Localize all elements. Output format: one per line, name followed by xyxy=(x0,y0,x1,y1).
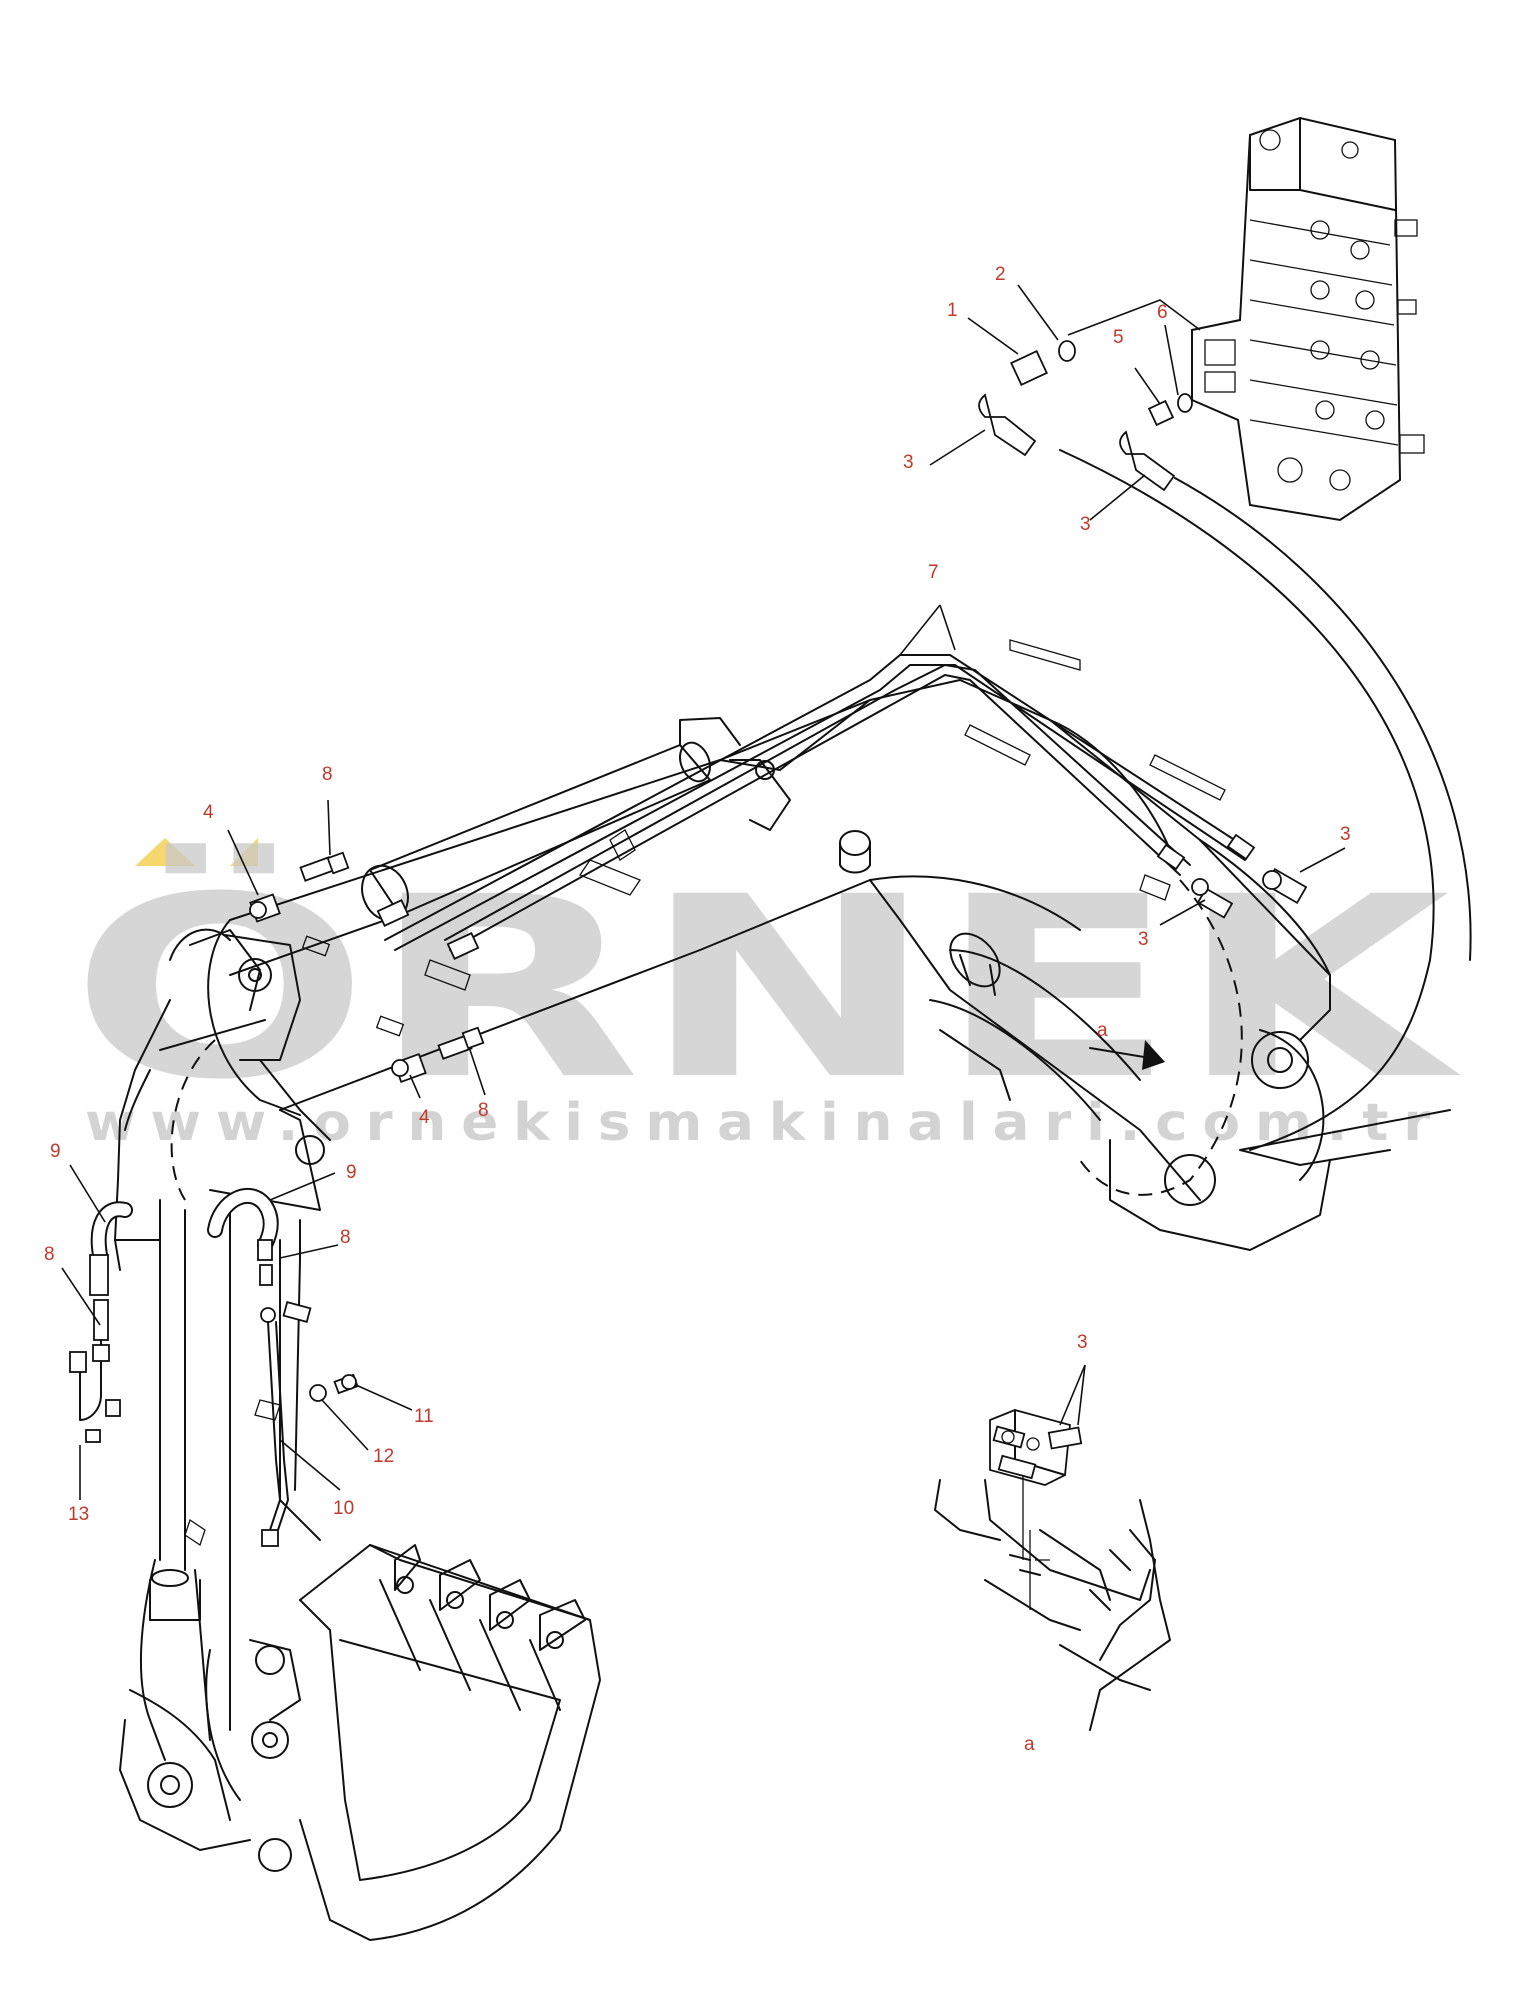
detail-view-label: a xyxy=(1024,1734,1035,1755)
callout-4-arm-lower: 4 xyxy=(419,1107,430,1128)
callout-7: 7 xyxy=(928,562,939,583)
callout-2: 2 xyxy=(995,264,1006,285)
bucket xyxy=(299,1544,601,1941)
callout-8-arm-lower: 8 xyxy=(478,1100,489,1121)
callout-10: 10 xyxy=(333,1498,354,1519)
callout-9-right: 9 xyxy=(346,1162,357,1183)
valve-fittings xyxy=(978,340,1472,1166)
watermark-accent-left xyxy=(135,838,195,866)
callout-labels: 1 2 3 3 5 6 7 3 3 8 4 4 8 a 9 9 8 8 11 1… xyxy=(44,264,1351,1755)
arm-fittings xyxy=(249,851,485,1083)
callout-8-hose-left: 8 xyxy=(44,1244,55,1265)
watermark-accent-right xyxy=(230,838,258,866)
watermark: ÖRNEK www.ornekismakinalari.com.tr xyxy=(70,838,1462,1153)
callout-3-detail: 3 xyxy=(1077,1332,1088,1353)
arm-hoses xyxy=(69,1187,359,1547)
detail-arrow xyxy=(1089,1040,1165,1070)
callout-13: 13 xyxy=(68,1504,89,1525)
callout-3-valve-right: 3 xyxy=(1080,514,1091,535)
callout-5: 5 xyxy=(1113,327,1124,348)
leader-lines xyxy=(61,284,1346,1500)
callout-9-left: 9 xyxy=(50,1141,61,1162)
control-valve xyxy=(1191,116,1425,522)
callout-3-boom-lower: 3 xyxy=(1138,929,1149,950)
boom-end-fittings xyxy=(1191,867,1308,919)
callout-a-arrow: a xyxy=(1097,1020,1108,1041)
callout-8-arm-top: 8 xyxy=(322,764,333,785)
callout-1: 1 xyxy=(947,300,958,321)
callout-3-boom-upper: 3 xyxy=(1340,824,1351,845)
callout-4-arm-top: 4 xyxy=(203,802,214,823)
callout-11: 11 xyxy=(414,1406,434,1427)
callout-12: 12 xyxy=(373,1446,394,1467)
callout-6: 6 xyxy=(1157,302,1168,323)
arm xyxy=(114,928,331,1872)
boom xyxy=(207,679,1331,1251)
callout-8-hose-right: 8 xyxy=(340,1227,351,1248)
detail-view-a xyxy=(934,1409,1171,1731)
callout-3-valve-left: 3 xyxy=(903,452,914,473)
watermark-url: www.ornekismakinalari.com.tr xyxy=(85,1093,1445,1153)
watermark-brand: ÖRNEK xyxy=(70,843,1462,1134)
